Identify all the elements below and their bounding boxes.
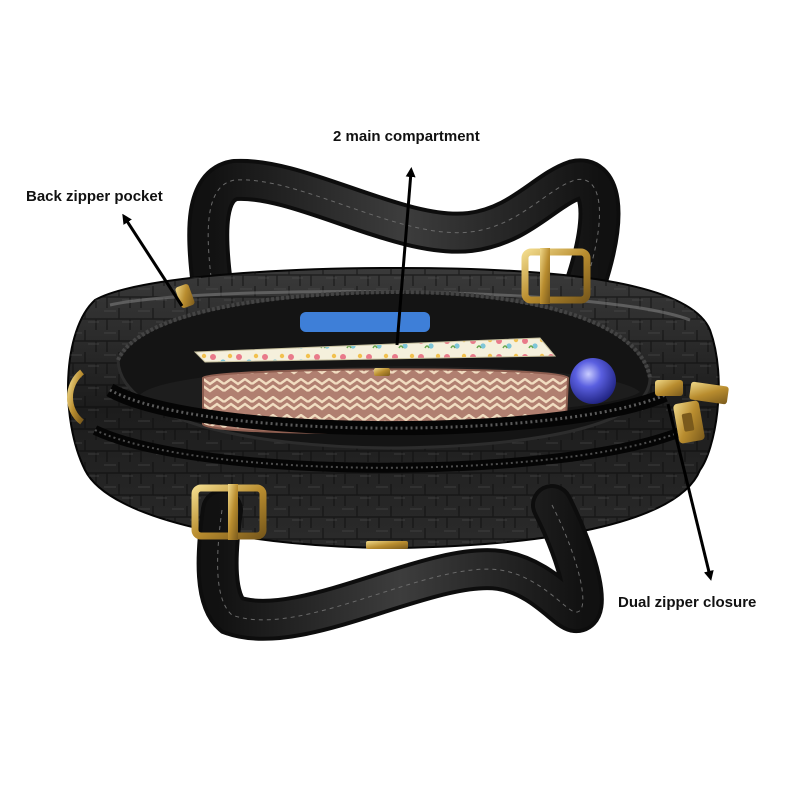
buckle-back-right — [521, 248, 591, 304]
callout-dual-zipper-closure: Dual zipper closure — [618, 594, 757, 611]
callout-main-compartment: 2 main compartment — [333, 128, 480, 145]
callout-back-zipper-pocket: Back zipper pocket — [26, 188, 163, 205]
buckle-front-left — [191, 484, 267, 540]
